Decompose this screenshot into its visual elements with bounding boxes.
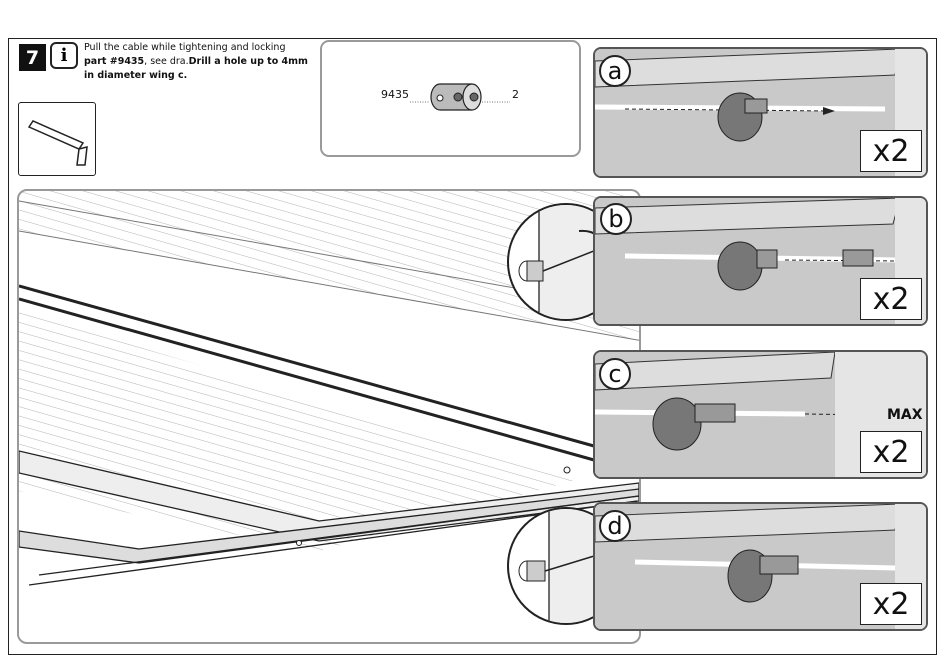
max-direction-label: MAX (887, 407, 923, 423)
instruction-line1: Pull the cable while tightening and lock… (84, 42, 285, 53)
part-box: 9435 2 (320, 40, 581, 157)
multiplier-c: x2 (860, 431, 922, 473)
detail-panel-d: d x2 (593, 502, 928, 631)
multiplier-b: x2 (860, 278, 922, 320)
allen-key-icon (19, 103, 97, 177)
multiplier-a: x2 (860, 130, 922, 172)
callout-a: a (599, 55, 631, 87)
instruction-mid: , see dra. (144, 56, 188, 67)
info-icon: i (50, 42, 78, 69)
detail-panel-a: a x2 (593, 47, 928, 178)
tool-box (18, 102, 96, 176)
callout-d: d (599, 510, 631, 542)
detail-panel-b: b x2 (593, 196, 928, 326)
cable-lock-part-icon (322, 42, 583, 159)
callout-b: b (600, 203, 632, 235)
multiplier-d: x2 (860, 583, 922, 625)
part-quantity-label: 2 (512, 88, 519, 101)
step-number-badge: 7 (19, 44, 46, 71)
instruction-text: Pull the cable while tightening and lock… (84, 41, 320, 83)
detail-panel-c: c MAX x2 (593, 350, 928, 479)
callout-c: c (599, 358, 631, 390)
instruction-part-ref: part #9435 (84, 56, 144, 67)
